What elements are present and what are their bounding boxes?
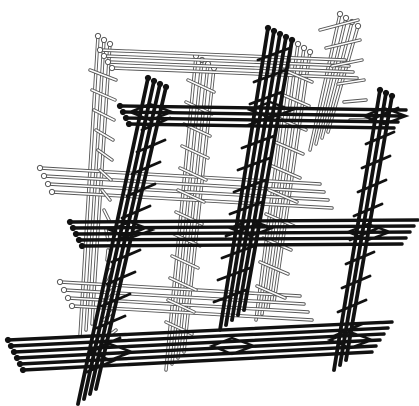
- dark-rod-end-knob: [76, 237, 81, 242]
- light-rod-end-knob: [307, 49, 312, 54]
- light-rod-end-knob: [37, 165, 42, 170]
- dark-rod-end-knob: [123, 115, 128, 120]
- dark-rod-end-knob: [157, 81, 162, 86]
- light-rod-end-knob: [49, 189, 54, 194]
- dark-rod-end-knob: [283, 34, 288, 39]
- light-rod-end-knob: [65, 295, 70, 300]
- dark-rod-end-knob: [145, 75, 150, 80]
- dark-rod-end-knob: [117, 103, 122, 108]
- dark-rod-end-knob: [8, 343, 13, 348]
- light-brace-rod: [104, 210, 109, 220]
- light-rod-end-knob: [101, 53, 106, 58]
- dark-rod-end-knob: [11, 349, 16, 354]
- dark-rod-end-knob: [73, 231, 78, 236]
- light-rod-end-knob: [69, 303, 74, 308]
- dark-rod-end-knob: [151, 78, 156, 83]
- light-rod-end-knob: [343, 15, 348, 20]
- dark-rod-end-knob: [70, 225, 75, 230]
- dark-rod-end-knob: [67, 219, 72, 224]
- light-rod-end-knob: [45, 181, 50, 186]
- dark-rod-end-knob: [265, 25, 270, 30]
- light-rod-end-knob: [95, 33, 100, 38]
- dark-shelf-rod: [129, 124, 394, 128]
- light-rod-end-knob: [337, 11, 342, 16]
- dark-rod-end-knob: [20, 367, 25, 372]
- light-rod-end-knob: [61, 287, 66, 292]
- dark-rod-end-knob: [5, 337, 10, 342]
- dark-rod-end-knob: [289, 37, 294, 42]
- light-rod-end-knob: [355, 23, 360, 28]
- light-brace-rod: [98, 150, 112, 160]
- dark-rod-end-knob: [79, 243, 84, 248]
- light-brace-rod: [326, 40, 360, 48]
- light-rod-end-knob: [295, 41, 300, 46]
- light-rod-end-knob: [105, 59, 110, 64]
- light-rod-end-knob: [57, 279, 62, 284]
- dark-rod-end-knob: [271, 28, 276, 33]
- light-rod-end-knob: [41, 173, 46, 178]
- light-rod-end-knob: [101, 37, 106, 42]
- dark-rod-end-knob: [163, 84, 168, 89]
- dark-rod-end-knob: [17, 361, 22, 366]
- light-rod-end-knob: [107, 41, 112, 46]
- dark-rod-end-knob: [389, 93, 394, 98]
- dark-rod-end-knob: [14, 355, 19, 360]
- dark-rod-end-knob: [120, 109, 125, 114]
- light-rod-end-knob: [301, 45, 306, 50]
- dark-rod-end-knob: [277, 31, 282, 36]
- dark-rod-end-knob: [377, 87, 382, 92]
- dark-rod-end-knob: [383, 90, 388, 95]
- dark-shelf-rod: [82, 244, 402, 246]
- light-rod-end-knob: [97, 47, 102, 52]
- light-rod-end-knob: [109, 65, 114, 70]
- dark-rod-end-knob: [126, 121, 131, 126]
- back-light-lattice: [37, 11, 368, 370]
- light-brace-rod: [344, 100, 366, 102]
